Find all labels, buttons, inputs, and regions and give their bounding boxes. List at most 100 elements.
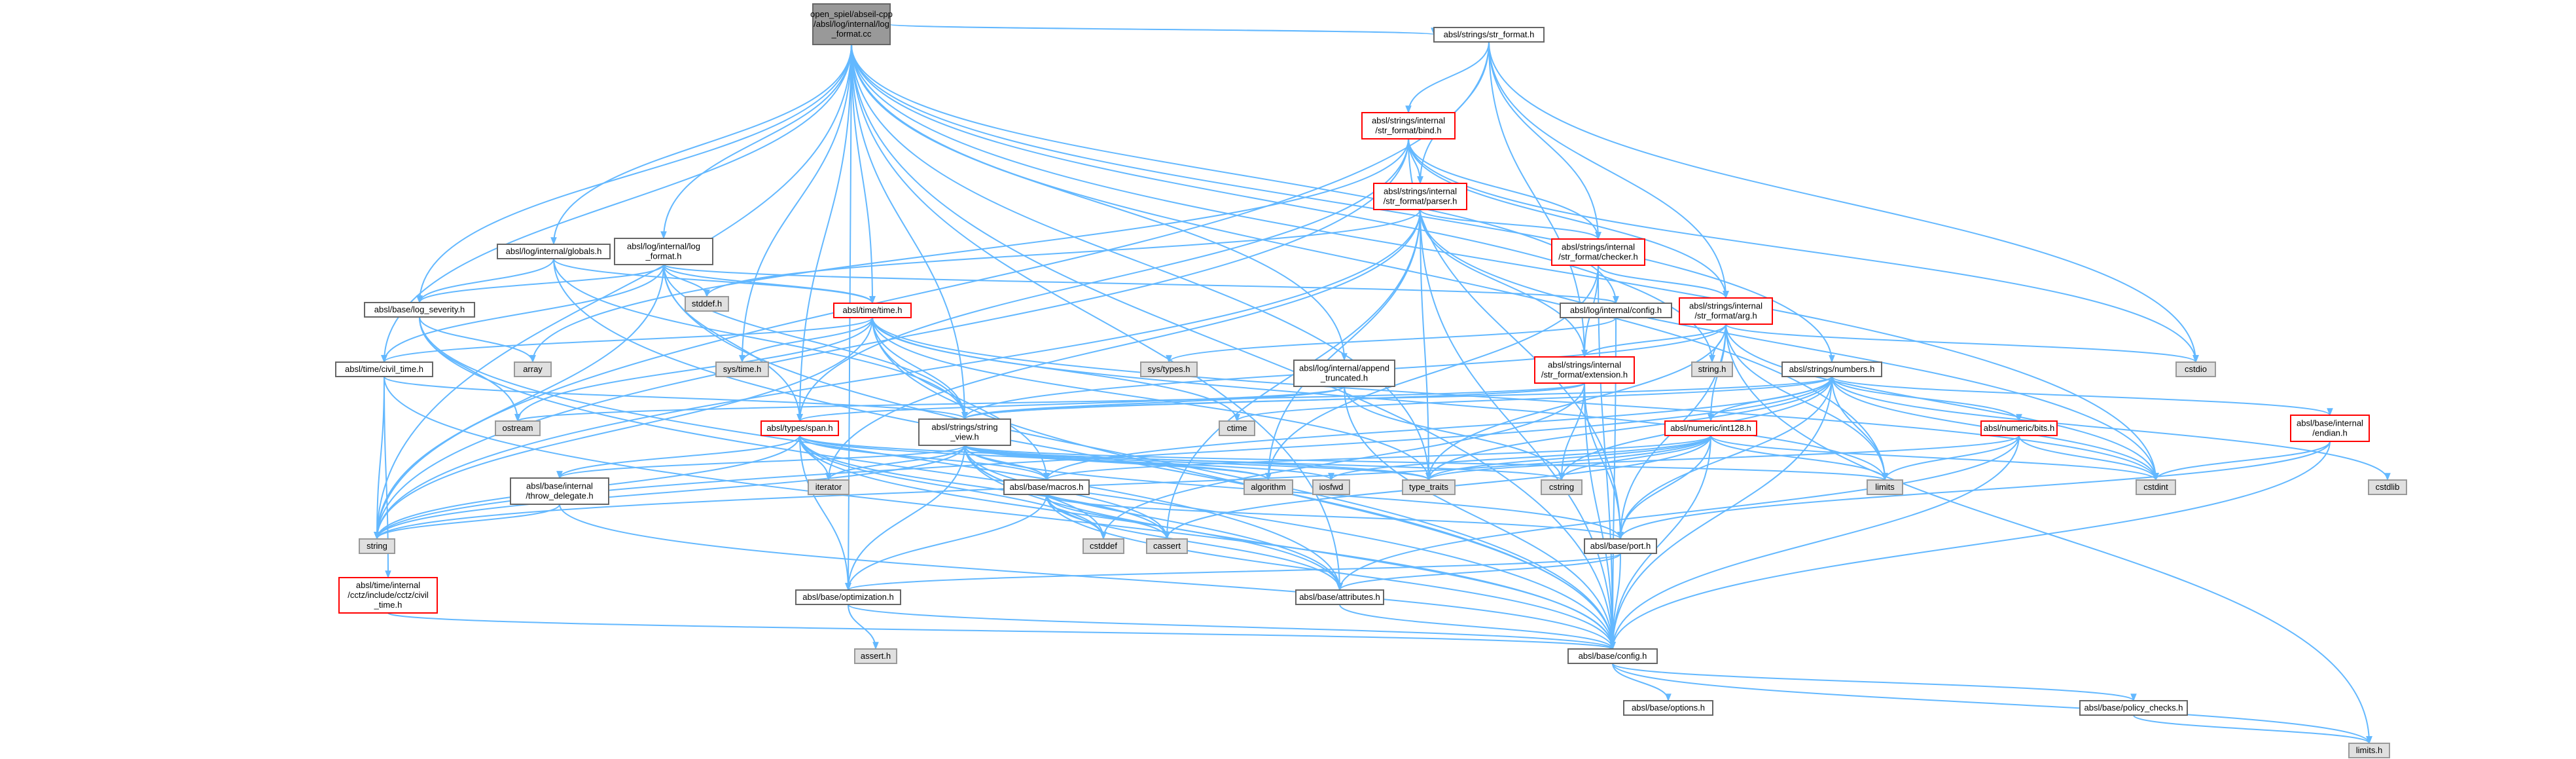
- node-parser-h[interactable]: absl/strings/internal/str_format/parser.…: [1373, 183, 1467, 210]
- edge-port_h-to-config_h: [1609, 553, 1621, 650]
- node-label: sys/types.h: [1147, 364, 1190, 374]
- edge-bind_h-to-cstdio: [1408, 138, 2199, 363]
- node-label: absl/base/macros.h: [1010, 482, 1084, 492]
- edge-numbers_h-to-ctime: [1234, 376, 1833, 422]
- edge-extension_h-to-ostream: [514, 382, 1585, 422]
- node-checker-h[interactable]: absl/strings/internal/str_format/checker…: [1551, 238, 1645, 266]
- edge-root-to-str_format_h: [889, 24, 1437, 36]
- edge-time_h-to-config_h: [872, 317, 1616, 650]
- node-append-h[interactable]: absl/log/internal/append_truncated.h: [1293, 360, 1395, 387]
- node-box: [1219, 420, 1255, 436]
- edge-civil_time_h-to-string_view_h: [384, 376, 968, 420]
- node-globals-h[interactable]: absl/log/internal/globals.h: [497, 244, 611, 259]
- edge-port_h-to-attributes_h: [1336, 553, 1621, 591]
- node-bind-h[interactable]: absl/strings/internal/str_format/bind.h: [1361, 112, 1456, 139]
- node-cstdio: cstdio: [2175, 361, 2216, 377]
- node-box: [854, 648, 897, 664]
- node-box: [359, 538, 395, 554]
- node-log-severity-h[interactable]: absl/base/log_severity.h: [364, 302, 475, 318]
- edge-root-to-span_h: [796, 44, 852, 422]
- node-box: [833, 303, 912, 318]
- node-numbers-h[interactable]: absl/strings/numbers.h: [1781, 361, 1882, 377]
- node-optimization-h[interactable]: absl/base/optimization.h: [795, 589, 901, 605]
- edge-config_h-to-policy_h: [1612, 663, 2137, 702]
- edge-int128_h-to-macros_h: [1043, 435, 1711, 481]
- edge-log_config_h-to-sys_types_h: [1166, 317, 1617, 363]
- node-endian-h[interactable]: absl/base/internal/endian.h: [2290, 415, 2370, 442]
- node-label: _format.cc: [831, 29, 872, 39]
- edge-endian_h-to-port_h: [1617, 441, 2331, 540]
- node-bits-h[interactable]: absl/numeric/bits.h: [1980, 420, 2058, 436]
- node-int128-h[interactable]: absl/numeric/int128.h: [1664, 420, 1757, 436]
- edge-numbers_h-to-type_traits: [1425, 376, 1833, 481]
- edge-optimization_h-to-config_h: [848, 604, 1616, 650]
- node-config-h[interactable]: absl/base/config.h: [1567, 648, 1658, 664]
- node-algorithm: algorithm: [1243, 479, 1293, 495]
- node-label: /str_format/parser.h: [1384, 196, 1458, 206]
- node-label: absl/strings/string: [931, 422, 997, 432]
- node-civil-cctz-h[interactable]: absl/time/internal/cctz/include/cctz/civ…: [338, 577, 438, 614]
- node-time-h[interactable]: absl/time/time.h: [833, 303, 912, 318]
- edge-root-to-string_view_h: [851, 44, 968, 420]
- node-box: [495, 420, 541, 436]
- node-log-format-h[interactable]: absl/log/internal/log_format.h: [614, 238, 713, 265]
- edge-span_h-to-cstddef: [799, 435, 1107, 540]
- node-box: [1082, 538, 1124, 554]
- edge-parser_h-to-string: [374, 209, 1421, 540]
- edge-span_h-to-attributes_h: [799, 435, 1343, 591]
- node-throw-h[interactable]: absl/base/internal/throw_delegate.h: [510, 477, 609, 505]
- node-box: [1867, 479, 1903, 495]
- node-label: absl/base/log_severity.h: [374, 305, 465, 314]
- edge-string_view_h-to-optimization_h: [845, 445, 965, 591]
- node-attributes-h[interactable]: absl/base/attributes.h: [1295, 589, 1384, 605]
- node-label: stddef.h: [692, 299, 722, 308]
- edge-root-to-time_h: [851, 44, 876, 305]
- node-label: absl/base/attributes.h: [1299, 592, 1380, 602]
- node-port-h[interactable]: absl/base/port.h: [1584, 538, 1657, 554]
- node-box: [1623, 700, 1713, 716]
- node-root: open_spiel/abseil-cpp/absl/log/internal/…: [810, 3, 893, 45]
- node-log-config-h[interactable]: absl/log/internal/config.h: [1560, 303, 1672, 318]
- node-policy-h[interactable]: absl/base/policy_checks.h: [2079, 700, 2188, 716]
- edge-macros_h-to-config_h: [1046, 494, 1616, 650]
- edge-numbers_h-to-cstdlib: [1831, 376, 2391, 481]
- edge-attributes_h-to-config_h: [1339, 604, 1616, 650]
- edge-span_h-to-optimization_h: [799, 435, 851, 591]
- node-type-traits: type_traits: [1402, 479, 1456, 495]
- edge-checker_h-to-config_h: [1598, 265, 1616, 650]
- node-label: array: [523, 364, 543, 374]
- edge-parser_h-to-config_h: [1420, 209, 1616, 650]
- node-span-h[interactable]: absl/types/span.h: [760, 420, 839, 436]
- node-label: /str_format/checker.h: [1558, 252, 1637, 262]
- node-ctime: ctime: [1219, 420, 1255, 436]
- node-options-h[interactable]: absl/base/options.h: [1623, 700, 1713, 716]
- node-macros-h[interactable]: absl/base/macros.h: [1003, 479, 1090, 495]
- node-label: absl/types/span.h: [766, 423, 832, 433]
- node-cstdint: cstdint: [2136, 479, 2176, 495]
- node-arg-h[interactable]: absl/strings/internal/str_format/arg.h: [1679, 297, 1773, 325]
- edge-string_view_h-to-iterator: [825, 445, 965, 481]
- node-label: absl/strings/internal: [1562, 242, 1635, 252]
- node-iterator: iterator: [808, 479, 850, 495]
- node-civil-time-h[interactable]: absl/time/civil_time.h: [335, 361, 433, 377]
- edge-bits_h-to-type_traits: [1425, 435, 2020, 481]
- edge-macros_h-to-port_h: [1046, 494, 1624, 540]
- edge-root-to-globals_h: [550, 44, 852, 246]
- edge-optimization_h-to-assert_h: [848, 604, 879, 650]
- node-string-view-h[interactable]: absl/strings/string_view.h: [918, 418, 1011, 446]
- node-box: [1980, 420, 2058, 436]
- edge-bind_h-to-checker_h: [1408, 138, 1601, 240]
- node-label: cstdint: [2143, 482, 2168, 492]
- edge-time_h-to-sys_time_h: [739, 317, 873, 363]
- node-box: [1567, 648, 1658, 664]
- node-label: absl/strings/internal: [1548, 360, 1621, 370]
- node-str-format-h[interactable]: absl/strings/str_format.h: [1433, 27, 1545, 43]
- edge-numbers_h-to-config_h: [1609, 376, 1833, 650]
- node-label: /str_format/extension.h: [1541, 370, 1628, 380]
- edge-string_view_h-to-config_h: [964, 445, 1616, 650]
- node-label: _format.h: [645, 251, 682, 261]
- node-box: [1541, 479, 1583, 495]
- edge-log_format_h-to-civil_time_h: [381, 264, 664, 363]
- node-extension-h[interactable]: absl/strings/internal/str_format/extensi…: [1534, 356, 1635, 384]
